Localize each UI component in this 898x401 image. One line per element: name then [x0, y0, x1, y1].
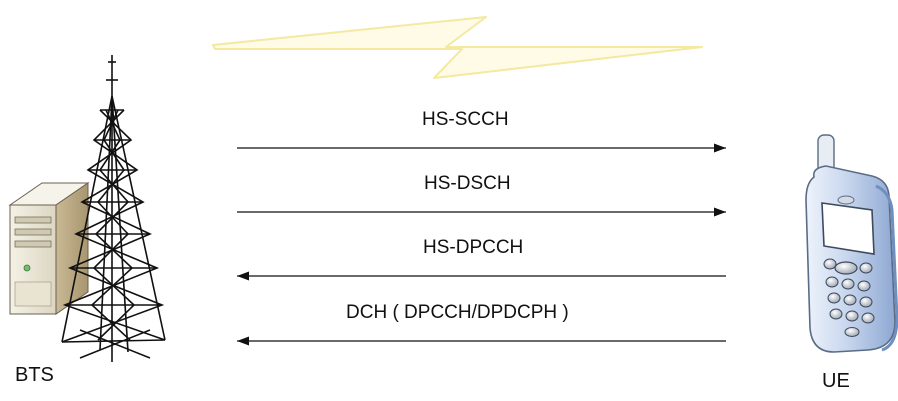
channel-label-dch: DCH ( DPCCH/DPDCPH )	[346, 302, 569, 323]
ue-label: UE	[822, 370, 850, 392]
bts-server-icon	[8, 182, 90, 315]
bts-label: BTS	[15, 364, 54, 386]
channel-label-hs-dpcch: HS-DPCCH	[423, 237, 524, 258]
bts-tower-icon	[61, 55, 166, 362]
arrow-head-dch-dpcch-dpdcph	[237, 336, 249, 346]
arrow-head-hs-dsch	[714, 207, 726, 217]
arrow-head-hs-dpcch	[237, 271, 249, 281]
channel-arrows	[237, 143, 726, 346]
channel-label-hs-dsch: HS-DSCH	[424, 173, 511, 194]
channel-label-hs-scch: HS-SCCH	[422, 109, 509, 130]
arrow-head-hs-scch	[714, 143, 726, 153]
ue-phone-icon	[805, 134, 898, 353]
wireless-lightning-icon	[212, 16, 703, 79]
